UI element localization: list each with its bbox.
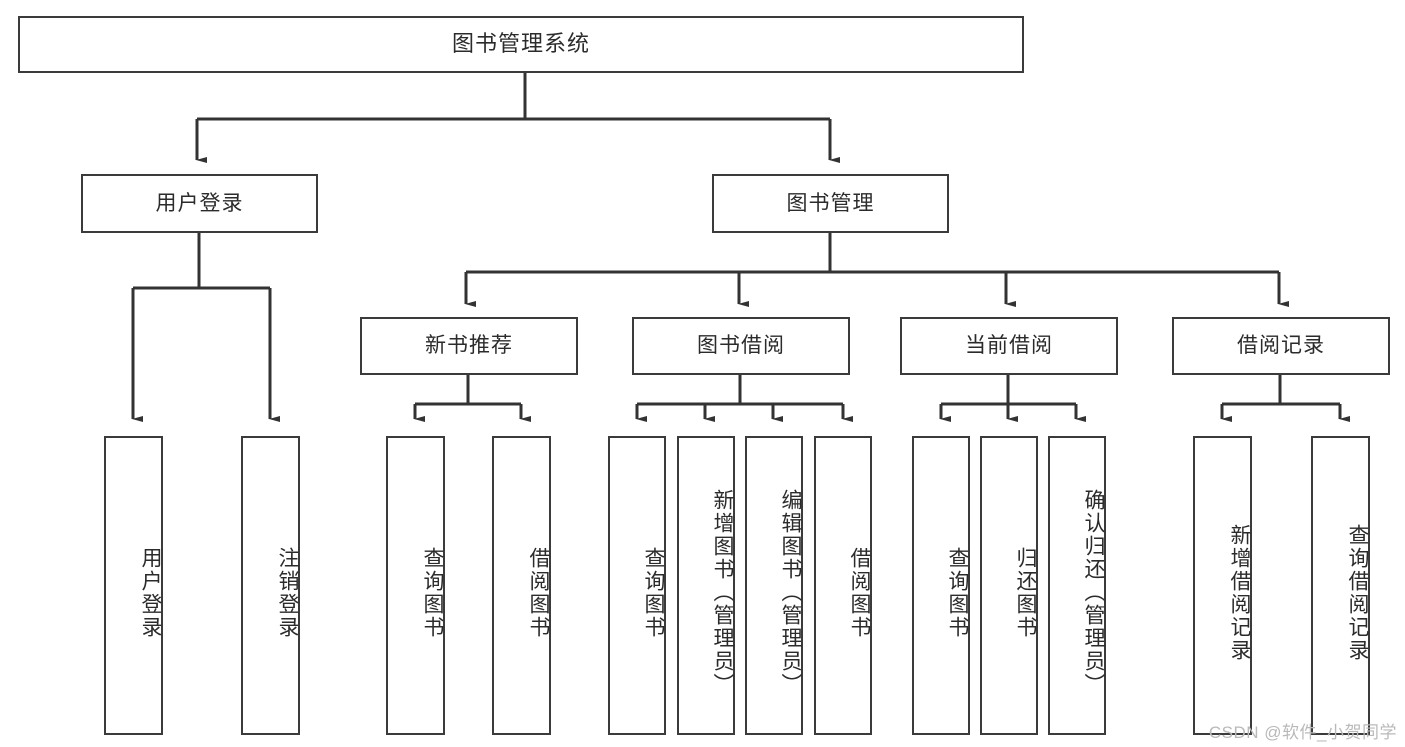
leaf-label: 查询借阅记录	[1346, 523, 1369, 662]
leaf-label: 归还图书	[1014, 546, 1037, 639]
leaf-current-query-book[interactable]: 查询图书	[912, 436, 970, 735]
leaf-label: 编辑图书（管理员）	[779, 489, 802, 696]
leaf-borrow-query-book[interactable]: 查询图书	[608, 436, 666, 735]
leaf-label: 用户登录	[139, 546, 162, 639]
node-new-book-recommend[interactable]: 新书推荐	[360, 317, 578, 375]
leaf-borrow-add-book-admin[interactable]: 新增图书（管理员）	[677, 436, 735, 735]
leaf-label: 查询图书	[946, 546, 969, 639]
node-user-login[interactable]: 用户登录	[81, 174, 318, 233]
node-label: 借阅记录	[1237, 334, 1325, 358]
leaf-label: 借阅图书	[527, 546, 550, 639]
leaf-record-add-borrow-record[interactable]: 新增借阅记录	[1193, 436, 1252, 735]
node-label: 用户登录	[155, 191, 244, 215]
leaf-label: 新增借阅记录	[1228, 523, 1251, 662]
leaf-newbook-query-book[interactable]: 查询图书	[386, 436, 445, 735]
node-label: 图书借阅	[697, 334, 785, 358]
leaf-label: 查询图书	[421, 546, 444, 639]
leaf-user-login[interactable]: 用户登录	[104, 436, 163, 735]
leaf-label: 借阅图书	[848, 546, 871, 639]
node-label: 图书管理系统	[451, 31, 590, 57]
node-label: 当前借阅	[965, 334, 1053, 358]
node-label: 图书管理	[786, 191, 875, 215]
node-borrow-record[interactable]: 借阅记录	[1172, 317, 1390, 375]
leaf-label: 新增图书（管理员）	[711, 489, 734, 696]
node-current-borrow[interactable]: 当前借阅	[900, 317, 1118, 375]
leaf-label: 注销登录	[276, 546, 299, 639]
csdn-watermark: CSDN @软件_小贺同学	[1208, 723, 1397, 742]
leaf-newbook-borrow-book[interactable]: 借阅图书	[492, 436, 551, 735]
leaf-borrow-lend-book[interactable]: 借阅图书	[814, 436, 872, 735]
leaf-current-return-book[interactable]: 归还图书	[980, 436, 1038, 735]
leaf-record-query-borrow-record[interactable]: 查询借阅记录	[1311, 436, 1370, 735]
leaf-user-logout[interactable]: 注销登录	[241, 436, 300, 735]
leaf-current-confirm-return-admin[interactable]: 确认归还（管理员）	[1048, 436, 1106, 735]
leaf-label: 查询图书	[642, 546, 665, 639]
leaf-label: 确认归还（管理员）	[1082, 489, 1105, 696]
node-book-borrow[interactable]: 图书借阅	[632, 317, 850, 375]
node-root-system[interactable]: 图书管理系统	[18, 16, 1024, 73]
node-book-management[interactable]: 图书管理	[712, 174, 949, 233]
leaf-borrow-edit-book-admin[interactable]: 编辑图书（管理员）	[745, 436, 803, 735]
node-label: 新书推荐	[425, 334, 513, 358]
